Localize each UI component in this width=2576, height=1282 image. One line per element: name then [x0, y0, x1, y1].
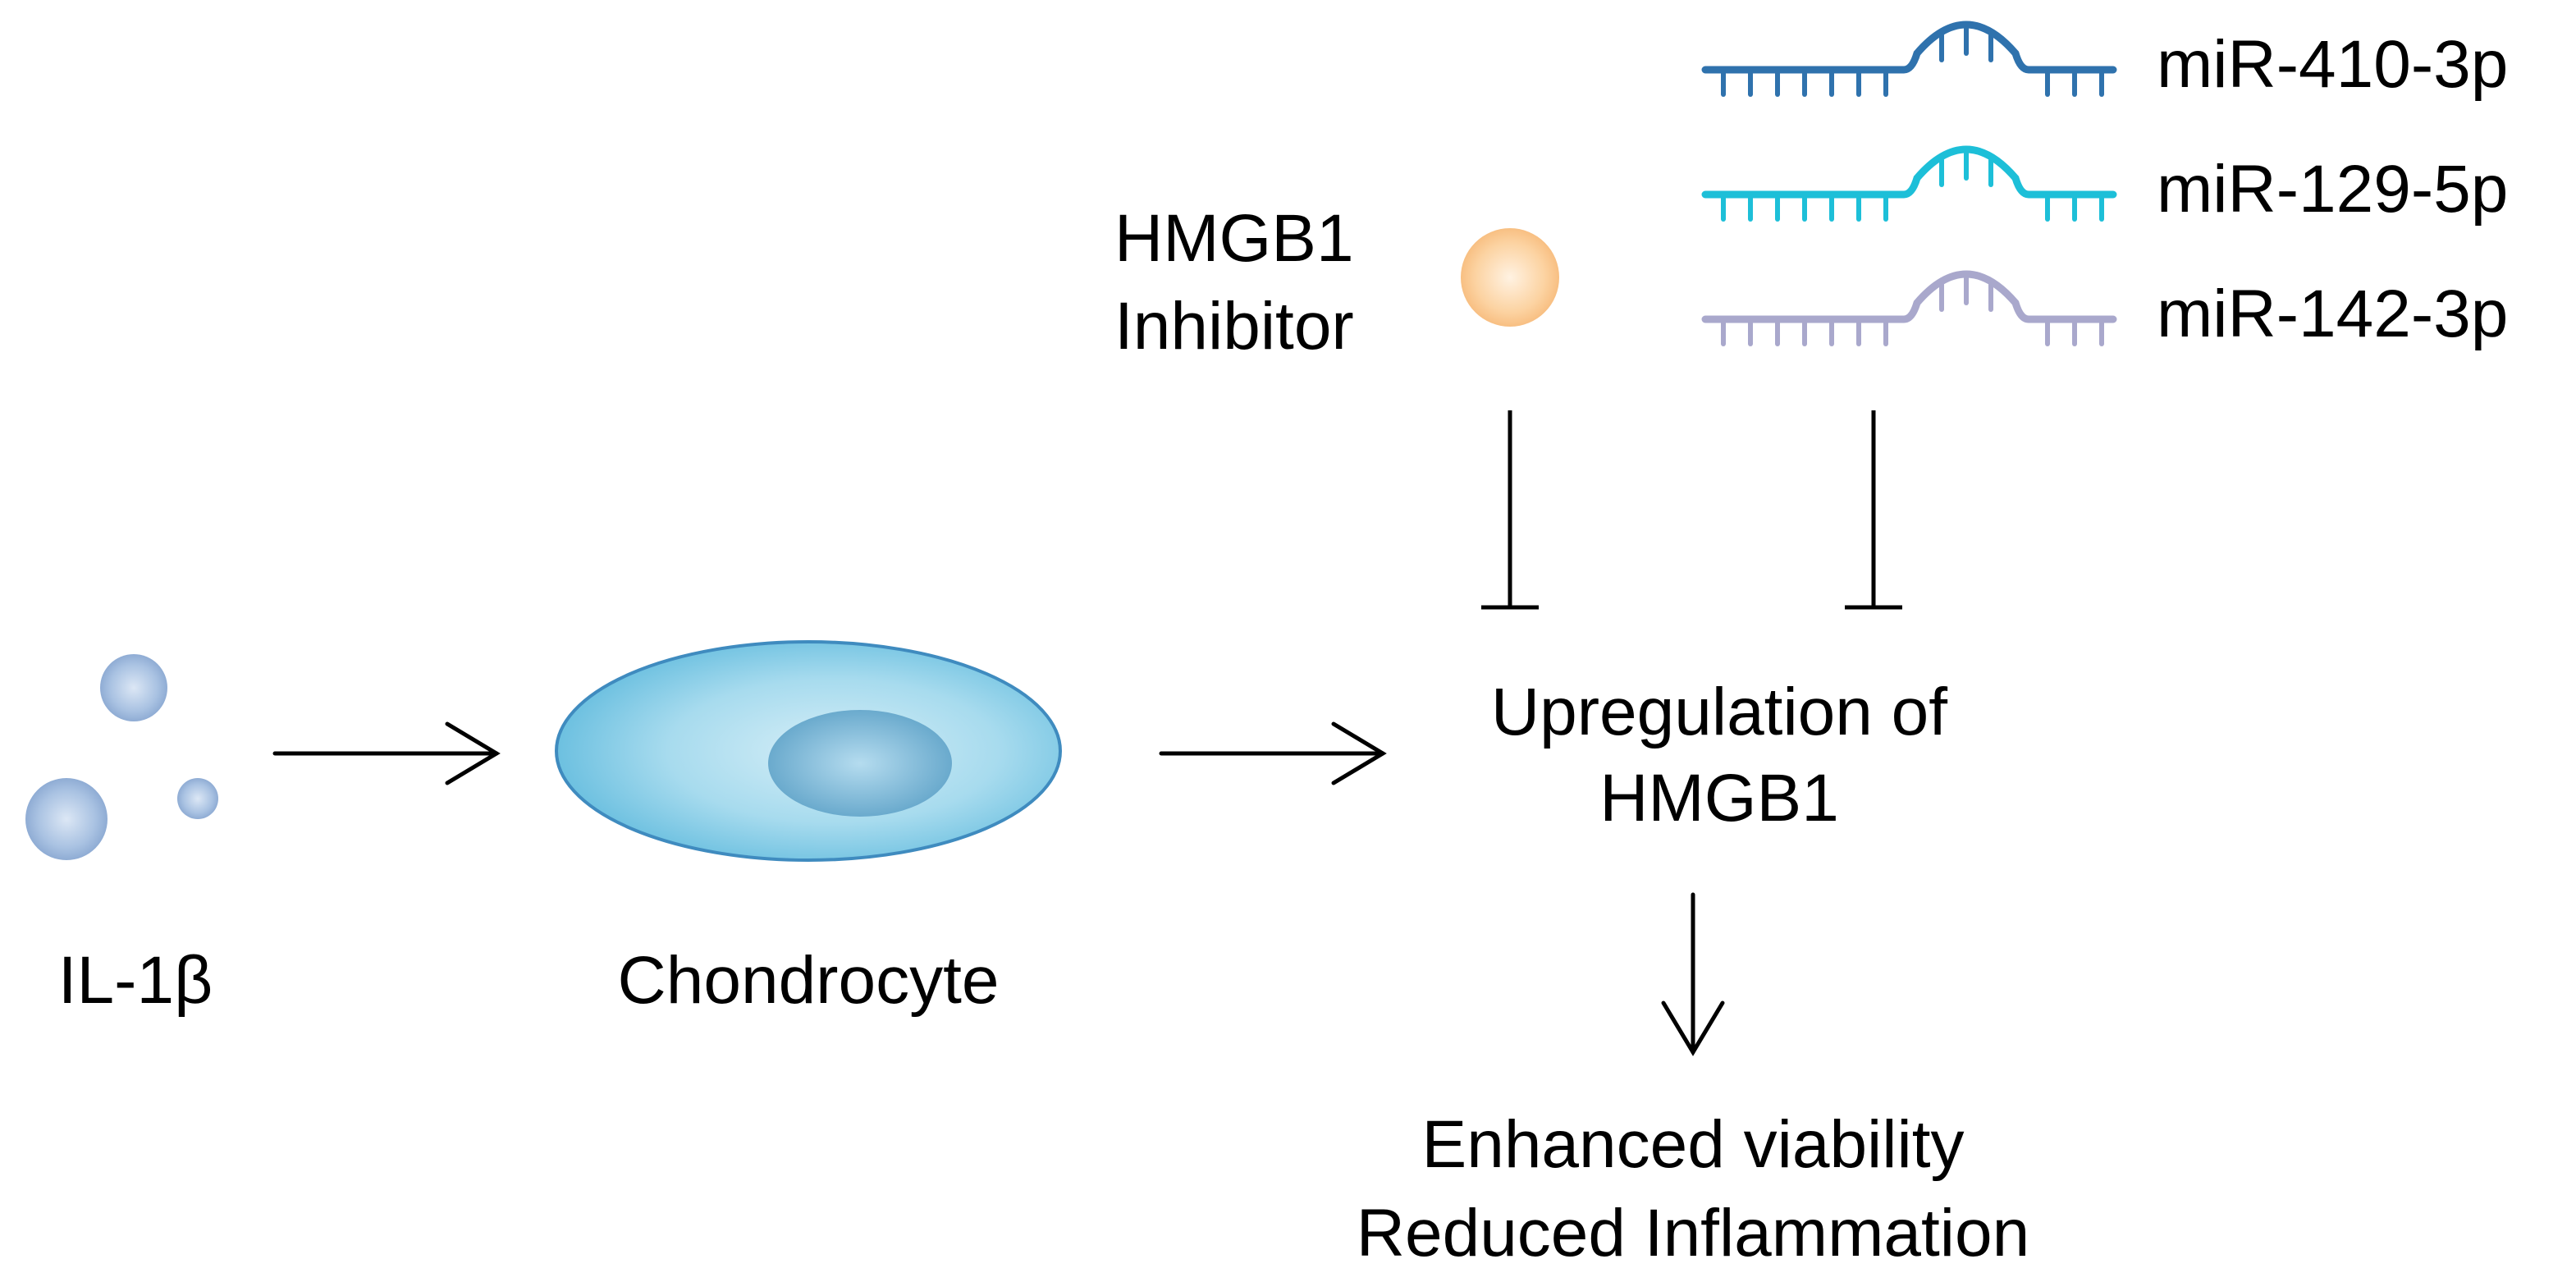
upregulation-label-line1: Upregulation of — [1491, 675, 1947, 749]
mirna-hairpin-2 — [1701, 145, 2117, 222]
il1b-sphere-large — [25, 778, 108, 860]
inhibitor-label-line1: HMGB1 — [1114, 201, 1354, 276]
il1b-spheres — [25, 654, 218, 860]
chondrocyte-label: Chondrocyte — [618, 943, 1000, 1018]
arrow-chondrocyte-to-upregulation — [1159, 721, 1387, 785]
outcome-label-line1: Enhanced viability — [1422, 1107, 1965, 1182]
inhibition-arrow-inhibitor — [1481, 410, 1539, 610]
outcome-label-line2: Reduced Inflammation — [1357, 1196, 2029, 1271]
chondrocyte-nucleus — [768, 710, 952, 817]
mirna-label-1: miR-410-3p — [2157, 27, 2508, 102]
inhibitor-label-line2: Inhibitor — [1114, 289, 1354, 364]
inhibition-arrow-mirna — [1845, 410, 1902, 610]
chondrocyte-cell — [555, 640, 1062, 862]
mirna-backbone — [1701, 145, 2117, 199]
mirna-label-3: miR-142-3p — [2157, 277, 2508, 351]
mirna-group — [1701, 21, 2117, 346]
mirna-hairpin-1 — [1701, 21, 2117, 97]
mirna-backbone — [1701, 270, 2117, 323]
mirna-hairpin-3 — [1701, 270, 2117, 346]
upregulation-label-line2: HMGB1 — [1599, 761, 1839, 836]
mirna-backbone — [1701, 21, 2117, 74]
inhibitor-molecule — [1461, 228, 1559, 327]
arrow-il1b-to-chondrocyte — [272, 721, 501, 785]
mirna-label-2: miR-129-5p — [2157, 152, 2508, 227]
arrow-upregulation-to-outcome — [1661, 892, 1725, 1056]
il1b-sphere-small — [177, 778, 218, 819]
il1b-label: IL-1β — [58, 943, 213, 1018]
il1b-sphere-medium — [100, 654, 167, 721]
